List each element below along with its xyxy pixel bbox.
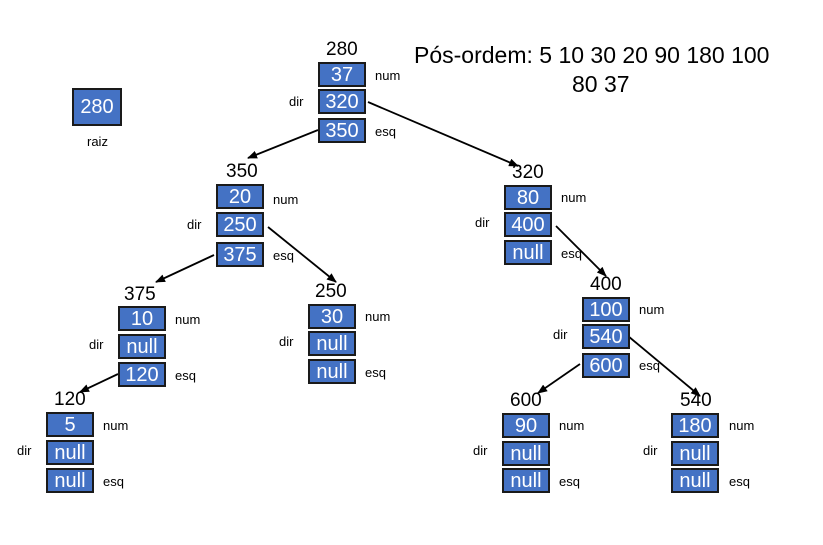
edge-280-to-350 bbox=[247, 129, 319, 159]
node-num-cell: 10 bbox=[118, 306, 166, 331]
dir-label: dir bbox=[289, 94, 304, 109]
edge-350-to-375 bbox=[155, 254, 215, 283]
node-dir-cell: null bbox=[308, 331, 356, 356]
esq-label: esq bbox=[175, 368, 196, 383]
root-pointer-box: 280 bbox=[72, 88, 122, 126]
node-esq-cell: 600 bbox=[582, 353, 630, 378]
dir-label: dir bbox=[17, 443, 32, 458]
node-dir-cell: 540 bbox=[582, 324, 630, 349]
node-address: 280 bbox=[326, 39, 358, 60]
dir-label: dir bbox=[279, 334, 294, 349]
node-dir-cell: null bbox=[118, 334, 166, 359]
node-esq-cell: null bbox=[504, 240, 552, 265]
edge-400-to-540 bbox=[627, 335, 701, 397]
node-dir-cell: null bbox=[502, 441, 550, 466]
dir-label: dir bbox=[89, 337, 104, 352]
node-esq-cell: null bbox=[502, 468, 550, 493]
node-dir-cell: 320 bbox=[318, 89, 366, 114]
esq-label: esq bbox=[375, 124, 396, 139]
node-esq-cell: null bbox=[671, 468, 719, 493]
node-address: 600 bbox=[510, 390, 542, 411]
num-label: num bbox=[365, 309, 391, 324]
node-address: 320 bbox=[512, 162, 544, 183]
node-address: 540 bbox=[680, 390, 712, 411]
node-address: 120 bbox=[54, 389, 86, 410]
num-label: num bbox=[729, 418, 755, 433]
traversal-title-line1: Pós-ordem: 5 10 30 20 90 180 100 bbox=[414, 42, 770, 68]
num-label: num bbox=[559, 418, 585, 433]
edge-320-to-400 bbox=[555, 225, 607, 277]
esq-label: esq bbox=[729, 474, 750, 489]
node-num-cell: 37 bbox=[318, 62, 366, 87]
node-num-cell: 90 bbox=[502, 413, 550, 438]
node-dir-cell: 400 bbox=[504, 212, 552, 237]
node-dir-cell: 250 bbox=[216, 212, 264, 237]
node-num-cell: 5 bbox=[46, 412, 94, 437]
dir-label: dir bbox=[187, 217, 202, 232]
esq-label: esq bbox=[273, 248, 294, 263]
node-num-cell: 20 bbox=[216, 184, 264, 209]
esq-label: esq bbox=[559, 474, 580, 489]
edge-400-to-600 bbox=[537, 363, 581, 394]
dir-label: dir bbox=[643, 443, 658, 458]
esq-label: esq bbox=[561, 246, 582, 261]
node-address: 375 bbox=[124, 284, 156, 305]
node-num-cell: 100 bbox=[582, 297, 630, 322]
num-label: num bbox=[103, 418, 129, 433]
node-esq-cell: 375 bbox=[216, 242, 264, 267]
edge-350-to-250 bbox=[267, 226, 337, 283]
esq-label: esq bbox=[365, 365, 386, 380]
root-pointer-label: raiz bbox=[87, 134, 108, 149]
node-address: 250 bbox=[315, 281, 347, 302]
dir-label: dir bbox=[475, 215, 490, 230]
node-num-cell: 80 bbox=[504, 185, 552, 210]
num-label: num bbox=[561, 190, 587, 205]
num-label: num bbox=[273, 192, 299, 207]
node-esq-cell: null bbox=[308, 359, 356, 384]
node-num-cell: 180 bbox=[671, 413, 719, 438]
traversal-title-line2: 80 37 bbox=[572, 71, 630, 97]
edge-375-to-120 bbox=[79, 373, 119, 393]
node-dir-cell: null bbox=[671, 441, 719, 466]
node-esq-cell: null bbox=[46, 468, 94, 493]
dir-label: dir bbox=[553, 327, 568, 342]
node-num-cell: 30 bbox=[308, 304, 356, 329]
num-label: num bbox=[375, 68, 401, 83]
esq-label: esq bbox=[639, 358, 660, 373]
num-label: num bbox=[175, 312, 201, 327]
dir-label: dir bbox=[473, 443, 488, 458]
num-label: num bbox=[639, 302, 665, 317]
node-address: 400 bbox=[590, 274, 622, 295]
node-esq-cell: 350 bbox=[318, 118, 366, 143]
node-esq-cell: 120 bbox=[118, 362, 166, 387]
edge-280-to-320 bbox=[367, 101, 519, 167]
node-dir-cell: null bbox=[46, 440, 94, 465]
esq-label: esq bbox=[103, 474, 124, 489]
node-address: 350 bbox=[226, 161, 258, 182]
